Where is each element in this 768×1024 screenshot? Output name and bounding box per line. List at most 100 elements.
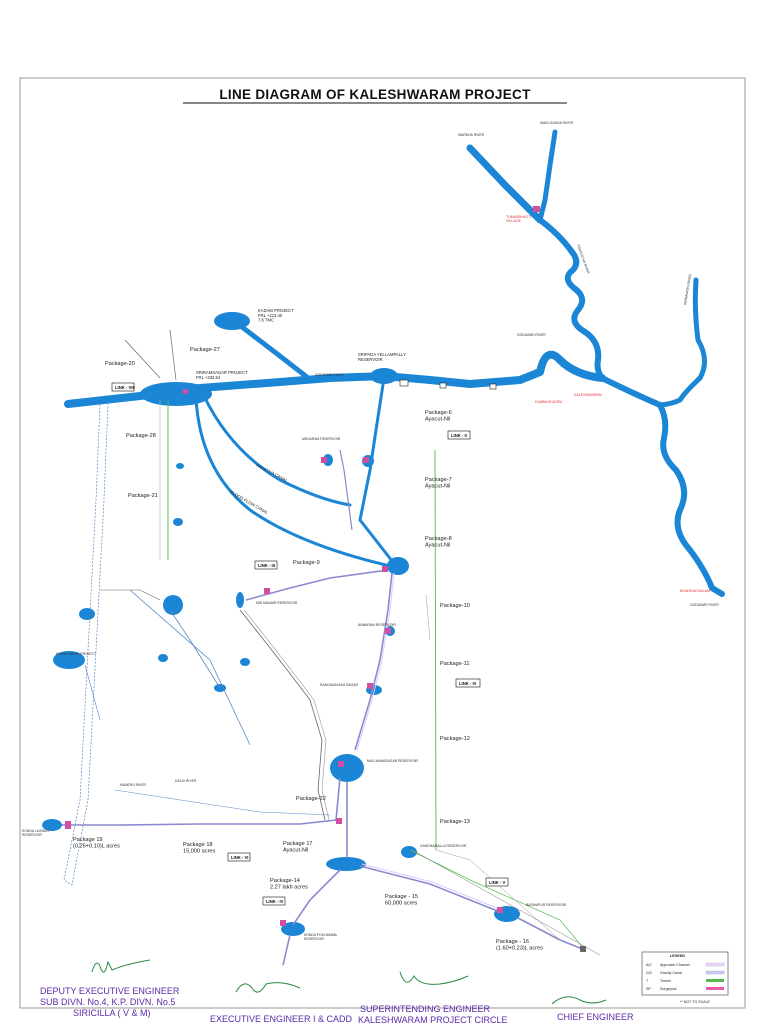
- dummugudem-label: DUMMUGUDEM: [535, 400, 562, 404]
- not-to-scale-note: ** NOT TO SCALE: [680, 1000, 711, 1004]
- pump-station: [497, 907, 503, 913]
- small-reservoir: [173, 518, 183, 526]
- package18-19-canal: [62, 777, 341, 826]
- kaleshwaram-label: KALESHWARAM: [574, 393, 602, 397]
- kakatiya-canal-label: KAKATIYA CANAL: [256, 462, 290, 483]
- kondapochamma-reservoir: [281, 922, 305, 936]
- bhumipalle-reservoir: [163, 595, 183, 615]
- link-box: LINK - III: [254, 560, 278, 570]
- link-box: LINK - IV: [262, 896, 286, 906]
- midmanair-label: MID MANAIR RESERVOIR: [256, 601, 298, 605]
- shamirpet-canal: [282, 934, 291, 966]
- diagram-frame: [19, 77, 746, 1009]
- gray-canal: [169, 329, 177, 381]
- river-network: [64, 129, 725, 597]
- pump-station: [280, 920, 286, 926]
- kakatiya-canal-course: [202, 394, 352, 507]
- wardha-river-label: WARDHA RIVER: [458, 133, 485, 137]
- pump-stations: [65, 389, 586, 952]
- package-10-label: Package-10: [440, 603, 470, 609]
- gandhamalla-reservoir: [401, 846, 417, 858]
- package-11-label: Package-11: [440, 661, 469, 667]
- blue-canal: [129, 589, 251, 746]
- gray-canal: [425, 594, 431, 641]
- pump-station: [363, 457, 369, 463]
- wainganga-river-label: WAIN GANGA RIVER: [540, 121, 574, 125]
- package-27-label: Package-27: [190, 347, 220, 353]
- river-line: [114, 789, 331, 816]
- baswapur-canal-lining: [361, 863, 503, 911]
- link-label: LINK - V: [489, 880, 505, 885]
- package-21-label: Package-21: [128, 493, 158, 499]
- package7-canal: [339, 449, 353, 531]
- gandhamalla-label: GANDHAMALLA RESERVOIR: [420, 844, 467, 848]
- pump-station: [367, 683, 373, 689]
- yellampally-reservoir: [370, 368, 398, 384]
- link-box-frame: [254, 560, 278, 570]
- gray-canal: [100, 589, 161, 601]
- link-canal-north: [358, 376, 398, 568]
- legend-swatch: [706, 987, 724, 990]
- indravati-river-label: INDRAVATHI RIVER: [683, 273, 692, 305]
- midmanair-reservoir: [387, 557, 409, 575]
- se-title: SUPERINTENDING ENGINEER: [360, 1004, 491, 1014]
- package16-tunnel: [409, 849, 586, 951]
- tunnel-boundary-line: [434, 449, 437, 851]
- signature-block: DEPUTY EXECUTIVE ENGINEER SUB DIVN. No.4…: [40, 959, 634, 1024]
- kamareddy-reservoir: [79, 608, 95, 620]
- labels: WARDHA RIVER WAIN GANGA RIVER GODAVARI R…: [22, 121, 719, 951]
- pranhitha-river-course: [537, 217, 605, 381]
- ee-title: EXECUTIVE ENGINEER I & CADD: [210, 1014, 353, 1024]
- link-box: LINK - II: [447, 430, 471, 440]
- gray-canal: [435, 849, 561, 941]
- wainganga-river-course: [537, 129, 558, 223]
- pump-station: [264, 588, 270, 594]
- link-box-frame: [455, 678, 481, 688]
- package-9-label: Package-9: [293, 560, 320, 566]
- legend-item: A/C Approach Channel: [646, 962, 725, 967]
- pump-station: [382, 566, 388, 572]
- link-box-frame: [227, 852, 251, 862]
- legend-label: Surgepool: [660, 987, 677, 991]
- link-box-frame: [447, 430, 471, 440]
- package-13-label: Package-13: [440, 819, 470, 825]
- medaram-label: MEDARAM RESERVOIR: [302, 437, 341, 441]
- pump-station: [338, 761, 344, 767]
- package-28-label: Package-28: [126, 433, 156, 439]
- package-20-label: Package-20: [105, 361, 135, 367]
- link-label: LINK - III: [258, 563, 275, 568]
- kadam-reservoir: [214, 312, 250, 330]
- legend-title: LEGEND: [670, 954, 685, 958]
- barrage-marker: [489, 383, 497, 390]
- barrage-marker: [439, 382, 447, 389]
- legend-label: Gravity Canal: [660, 971, 682, 975]
- link-label: LINK - IV: [459, 681, 477, 686]
- package-22-label: Package-22: [296, 796, 326, 802]
- reservoirs: [42, 312, 520, 936]
- se-signature-scrawl: [399, 971, 469, 985]
- link-box-frame: [262, 896, 286, 906]
- haldi-river-label: HALDI RIVER: [175, 779, 197, 783]
- dee-signature-scrawl: [91, 959, 151, 973]
- link-label: LINK - II: [451, 433, 467, 438]
- barrage-marker: [399, 379, 409, 387]
- pump-station: [65, 821, 71, 829]
- gray-canal-edge: [243, 609, 330, 821]
- link-label: LINK - VIII: [115, 385, 135, 390]
- legend-key: A/C: [646, 963, 652, 967]
- mallanasagar-label: MALLANNASAGAR RESERVOIR: [367, 759, 419, 763]
- link-label: LINK - VI: [231, 855, 248, 860]
- indravati-river-course: [657, 277, 707, 408]
